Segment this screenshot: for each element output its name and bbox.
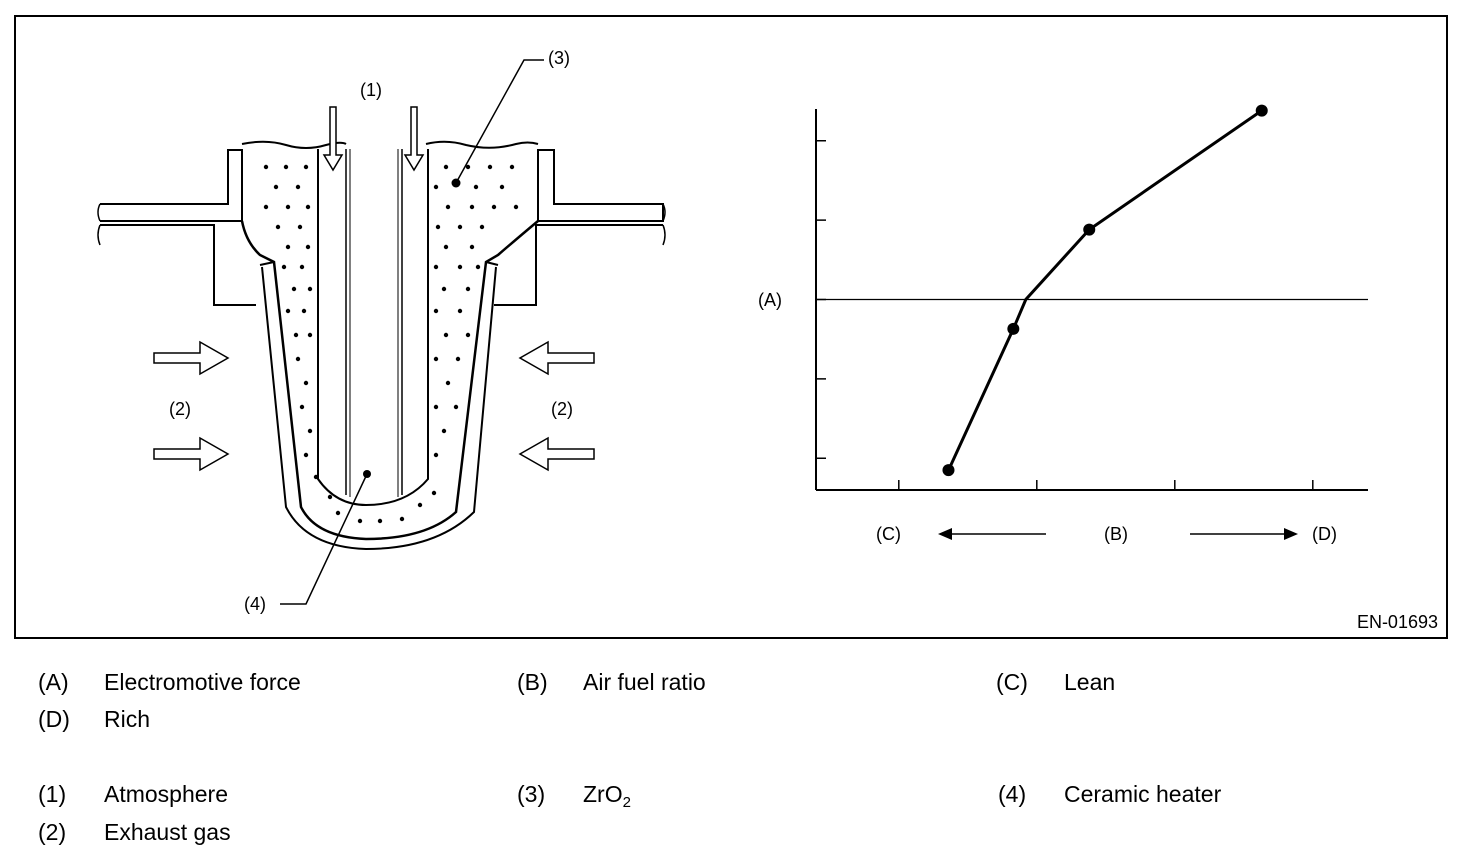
sensor-diagram — [97, 59, 1368, 605]
data-point — [942, 464, 955, 477]
legend-text: ZrO2 — [583, 781, 631, 810]
pipe-wall-lower-left — [100, 224, 256, 306]
exhaust-gas-arrows — [153, 340, 595, 472]
legend-key: (A) — [38, 669, 69, 695]
emf-graph — [815, 104, 1368, 540]
figure-code: EN-01693 — [1356, 612, 1438, 632]
zro2-element-outline — [240, 220, 539, 541]
label-exhaust-left: (2) — [169, 399, 191, 419]
data-point — [1255, 104, 1268, 117]
legend-key: (2) — [38, 819, 67, 845]
legend-key: (4) — [998, 781, 1027, 807]
legend-text: Rich — [104, 706, 151, 732]
data-point — [1083, 223, 1096, 236]
legend-text: Exhaust gas — [104, 819, 231, 845]
lean-arrowhead — [938, 528, 952, 540]
legend-text-main: ZrO — [583, 781, 623, 807]
pipe-wall-upper-right — [537, 149, 664, 222]
legend-key: (C) — [996, 669, 1028, 695]
legend-text: Air fuel ratio — [583, 669, 706, 695]
inner-tube — [317, 149, 429, 507]
data-point — [1007, 322, 1020, 335]
legend-key: (3) — [517, 781, 546, 807]
legend-text: Ceramic heater — [1064, 781, 1222, 807]
label-heater: (4) — [244, 594, 266, 614]
legend-text: Electromotive force — [104, 669, 301, 695]
legend-text: Lean — [1064, 669, 1116, 695]
label-zro2: (3) — [548, 48, 570, 68]
ceramic-heater-rod — [345, 149, 403, 495]
label-exhaust-right: (2) — [551, 399, 573, 419]
atmosphere-arrows — [322, 106, 425, 172]
legend-key: (D) — [38, 706, 70, 732]
graph-label-lean: (C) — [876, 524, 901, 544]
legend-key: (B) — [517, 669, 548, 695]
emf-curve — [947, 109, 1263, 471]
x-ticks — [898, 480, 1314, 490]
leader-heater — [280, 473, 368, 605]
pipe-wall-upper-left — [100, 149, 243, 222]
legend-key: (1) — [38, 781, 67, 807]
pipe-wall-lower-right — [494, 224, 663, 306]
leader-zro2 — [455, 59, 544, 184]
legend-text-subscript: 2 — [622, 794, 631, 811]
label-atmosphere: (1) — [360, 80, 382, 100]
figure-frame: (1) (3) (2) (2) (4) (A) (C) (B) (D) EN-0… — [14, 15, 1448, 639]
zro2-dots — [263, 164, 519, 524]
curve-markers — [942, 104, 1268, 477]
graph-label-a: (A) — [758, 290, 782, 310]
rich-arrowhead — [1284, 528, 1298, 540]
graph-label-air-fuel: (B) — [1104, 524, 1128, 544]
legend-text: Atmosphere — [104, 781, 229, 807]
graph-label-rich: (D) — [1312, 524, 1337, 544]
